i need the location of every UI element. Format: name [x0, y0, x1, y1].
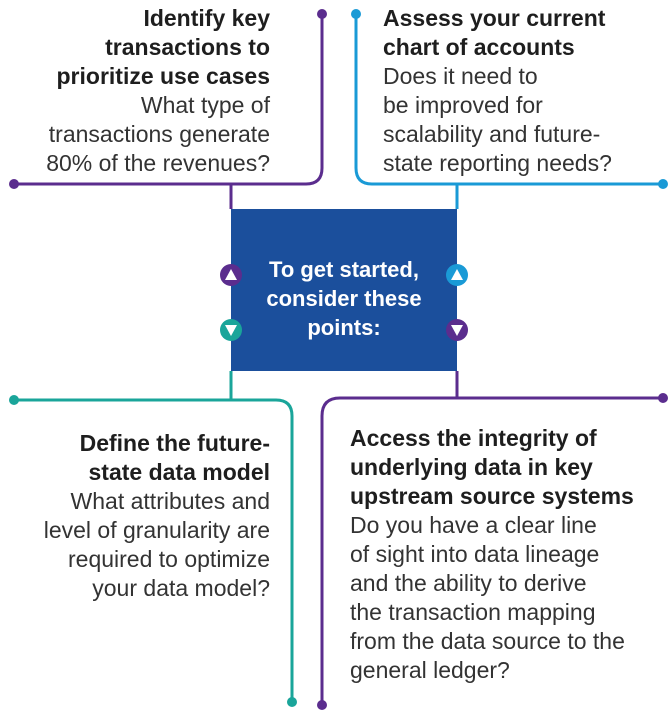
- block-body: of sight into data lineage: [350, 541, 600, 567]
- connector-dot: [287, 697, 297, 707]
- block-body: your data model?: [92, 575, 270, 601]
- block-chart-of-accounts: Assess your current chart of accounts Do…: [383, 4, 663, 178]
- connector-dot: [658, 393, 668, 403]
- block-body: What attributes and: [70, 488, 270, 514]
- block-title: state data model: [88, 459, 271, 485]
- block-body: Do you have a clear line: [350, 512, 597, 538]
- connector-top-left: [14, 14, 324, 186]
- connector-dot: [317, 9, 327, 19]
- block-title: chart of accounts: [383, 34, 575, 60]
- up-arrow-icon: [446, 264, 468, 286]
- connector-dot: [351, 9, 361, 19]
- block-body: What type of: [140, 92, 270, 118]
- up-arrow-icon: [220, 264, 242, 286]
- block-body: scalability and future-: [383, 121, 601, 147]
- center-line: consider these: [266, 286, 422, 311]
- down-arrow-icon: [220, 319, 242, 341]
- connector-bottom-left: [14, 398, 294, 702]
- block-data-model: Define the future- state data model What…: [12, 429, 270, 603]
- block-title: prioritize use cases: [56, 63, 271, 89]
- block-data-integrity: Access the integrity of underlying data …: [350, 424, 668, 685]
- block-title: Assess your current: [383, 5, 606, 31]
- block-body: the transaction mapping: [350, 599, 596, 625]
- down-arrow-icon: [446, 319, 468, 341]
- connector-dot: [9, 179, 19, 189]
- block-body: required to optimize: [68, 546, 270, 572]
- connector-dot: [658, 179, 668, 189]
- block-title: Define the future-: [79, 430, 270, 456]
- center-line: points:: [307, 315, 381, 340]
- block-title: Access the integrity of: [350, 425, 597, 451]
- block-body: be improved for: [383, 92, 543, 118]
- block-body: transactions generate: [48, 121, 270, 147]
- block-title: upstream source systems: [350, 483, 634, 509]
- connector-dot: [9, 395, 19, 405]
- connector-top-right: [354, 14, 663, 186]
- center-box: [231, 209, 457, 371]
- block-title: transactions to: [105, 34, 270, 60]
- block-identify-transactions: Identify key transactions to prioritize …: [20, 4, 270, 178]
- block-body: state reporting needs?: [383, 150, 612, 176]
- block-body: 80% of the revenues?: [46, 150, 270, 176]
- block-title: Identify key: [143, 5, 270, 31]
- block-body: and the ability to derive: [350, 570, 587, 596]
- connector-bottom-right: [320, 396, 663, 705]
- center-line: To get started,: [269, 257, 419, 282]
- connector-dot: [317, 700, 327, 710]
- block-body: from the data source to the: [350, 628, 625, 654]
- block-body: Does it need to: [383, 63, 538, 89]
- block-title: underlying data in key: [350, 454, 593, 480]
- center-heading: To get started, consider these points:: [231, 255, 457, 342]
- block-body: general ledger?: [350, 657, 510, 683]
- block-body: level of granularity are: [43, 517, 270, 543]
